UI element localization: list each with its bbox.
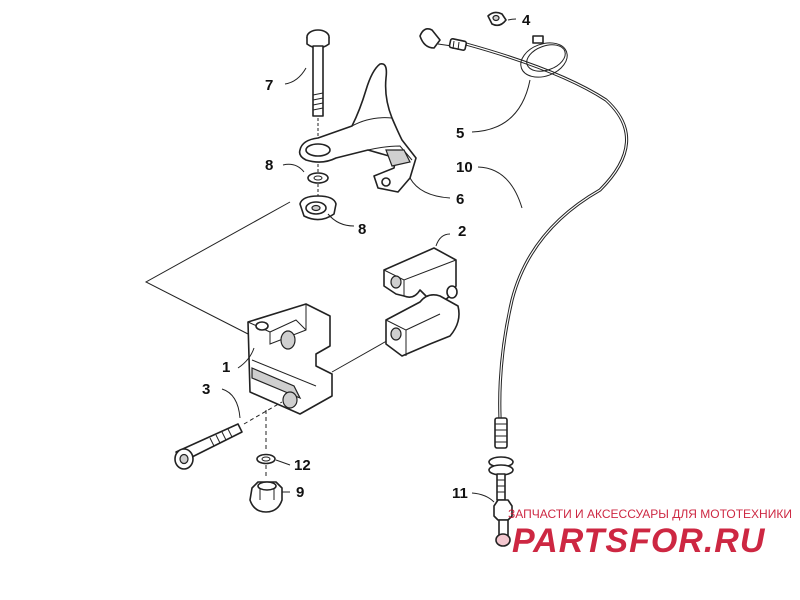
bolt-short [174,401,283,470]
callout-8-lower: 8 [358,221,366,238]
callout-9: 9 [296,484,304,501]
wire-tie [520,35,568,78]
washer-upper [307,164,329,196]
clamp-upper [383,247,458,304]
throttle-lever [298,62,417,193]
callout-6: 6 [456,191,464,208]
cable-end-nut [493,499,513,547]
housing-block [247,303,333,415]
washer-lower [299,195,337,221]
leader-lines [221,18,531,503]
callout-8-upper: 8 [265,157,273,174]
callout-2: 2 [458,223,466,240]
callout-12: 12 [294,457,311,474]
watermark: ЗАПЧАСТИ И АКСЕССУАРЫ ДЛЯ МОТОТЕХНИКИ PA… [508,507,792,560]
callout-4: 4 [522,12,531,29]
watermark-logo: PARTSFOR.RU [512,522,766,560]
bolt-long [306,29,330,140]
cable-clip [487,11,507,27]
callout-1: 1 [222,359,230,376]
cap-nut [249,481,283,513]
callout-3: 3 [202,381,210,398]
callout-5: 5 [456,125,464,142]
washer-small [256,453,276,465]
callout-7: 7 [265,77,273,94]
callout-10: 10 [456,159,473,176]
clamp-lower [385,294,460,357]
throttle-cable [419,28,629,501]
watermark-tagline: ЗАПЧАСТИ И АКСЕССУАРЫ ДЛЯ МОТОТЕХНИКИ [508,507,792,521]
callout-11: 11 [452,485,468,502]
